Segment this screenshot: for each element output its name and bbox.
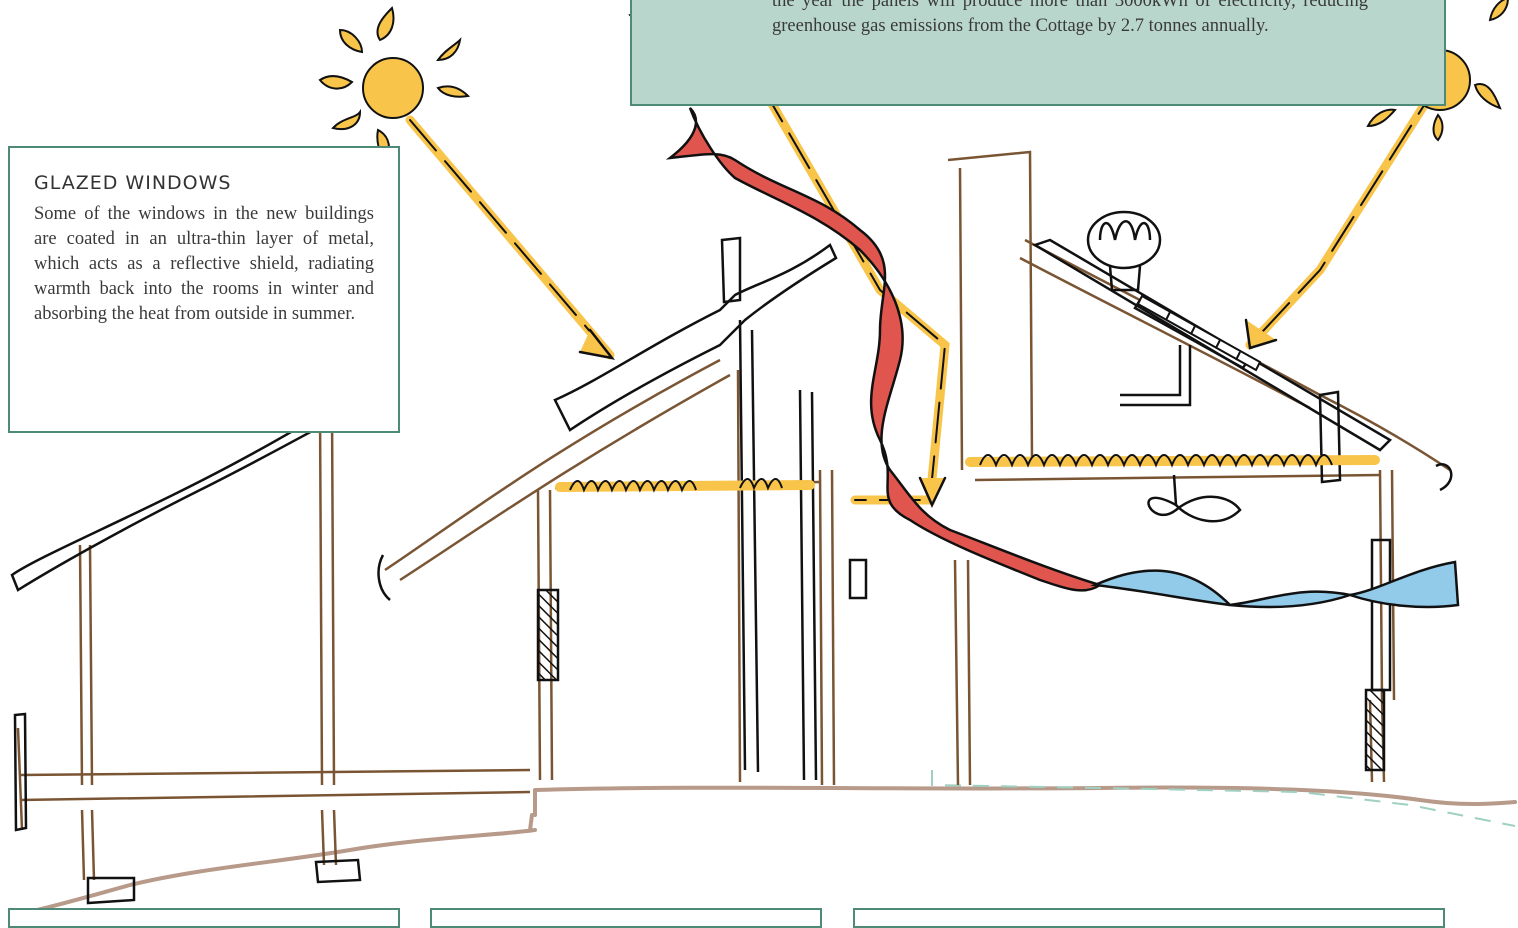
glazed-windows-title: GLAZED WINDOWS xyxy=(34,172,374,194)
middle-house-ink xyxy=(379,238,866,780)
solar-arrow-icon xyxy=(410,40,1440,505)
right-house-ink xyxy=(1035,240,1451,770)
dashed-foundation-line xyxy=(932,770,1515,826)
ground-line xyxy=(20,788,1515,915)
bottom-callout-left xyxy=(8,908,400,928)
left-pavilion xyxy=(18,412,530,880)
solar-panels-text: the year the panels will produce more th… xyxy=(772,0,1368,39)
ceiling-fan-icon xyxy=(1148,475,1240,521)
cool-air-ribbon xyxy=(1095,562,1458,607)
glazed-windows-callout: GLAZED WINDOWS Some of the windows in th… xyxy=(8,146,400,433)
bottom-callout-middle xyxy=(430,908,822,928)
bottom-callout-right xyxy=(853,908,1445,928)
glazed-windows-text: Some of the windows in the new buildings… xyxy=(34,202,374,327)
solar-panels-callout: the year the panels will produce more th… xyxy=(630,0,1446,106)
middle-house xyxy=(385,360,834,785)
hot-air-ribbon xyxy=(670,108,1100,590)
sun-icon xyxy=(320,8,468,162)
insulation-coil xyxy=(560,455,1375,490)
solar-panel xyxy=(1138,296,1260,370)
